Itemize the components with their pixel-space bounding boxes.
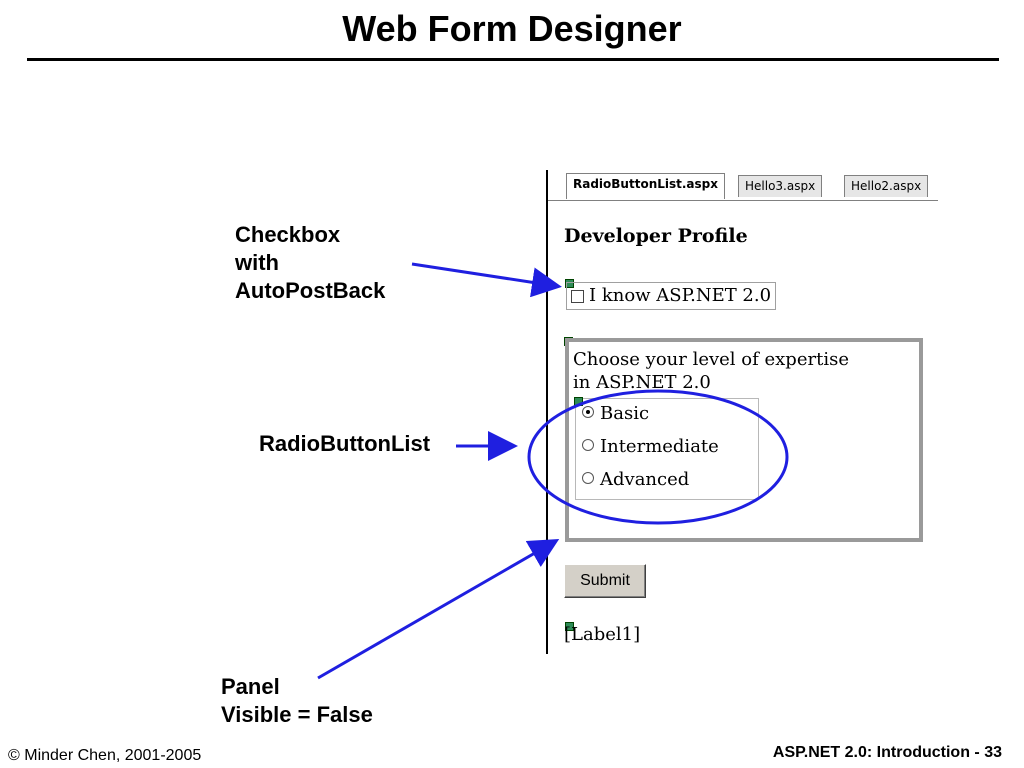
panel-prompt-line-2: in ASP.NET 2.0 — [573, 372, 711, 393]
checkbox-arrow — [411, 262, 562, 298]
autopostback-checkbox[interactable]: I know ASP.NET 2.0 — [566, 282, 777, 310]
document-tabstrip: RadioButtonList.aspx Hello3.aspx Hello2.… — [548, 170, 938, 201]
title-rule — [27, 58, 999, 61]
callout-panel-line-2: Visible = False — [221, 702, 373, 727]
control-glyph-icon — [574, 397, 583, 406]
radio-option-label: Basic — [600, 403, 650, 424]
control-glyph-icon — [565, 279, 574, 288]
callout-checkbox: Checkbox with AutoPostBack — [235, 221, 385, 305]
radio-selected-icon[interactable] — [582, 406, 594, 418]
radio-option-label: Advanced — [600, 469, 690, 490]
callout-checkbox-line-1: Checkbox — [235, 222, 341, 247]
expertise-panel[interactable]: Choose your level of expertise in ASP.NE… — [565, 338, 923, 542]
label1-control: [Label1] — [564, 624, 641, 645]
developer-profile-heading: Developer Profile — [564, 225, 748, 247]
radio-option-intermediate[interactable]: Intermediate — [582, 436, 719, 458]
panel-prompt-line-1: Choose your level of expertise — [573, 349, 849, 370]
callout-radiobuttonlist: RadioButtonList — [259, 431, 431, 456]
radio-icon[interactable] — [582, 439, 594, 451]
callout-panel: Panel Visible = False — [221, 673, 373, 729]
checkbox-icon[interactable] — [571, 289, 584, 303]
tab-hello2-aspx[interactable]: Hello2.aspx — [844, 175, 929, 197]
panel-prompt: Choose your level of expertise in ASP.NE… — [573, 348, 903, 394]
footer-page-info: ASP.NET 2.0: Introduction - 33 — [772, 744, 1002, 761]
tab-radiobuttonlist-aspx[interactable]: RadioButtonList.aspx — [566, 173, 726, 199]
callout-checkbox-line-2: with — [235, 250, 279, 275]
slide-title: Web Form Designer — [342, 8, 682, 49]
web-form-designer: RadioButtonList.aspx Hello3.aspx Hello2.… — [546, 170, 938, 654]
callout-checkbox-line-3: AutoPostBack — [235, 278, 386, 303]
checkbox-label: I know ASP.NET 2.0 — [589, 285, 772, 306]
radio-option-label: Intermediate — [600, 436, 719, 457]
tab-hello3-aspx[interactable]: Hello3.aspx — [738, 175, 823, 197]
footer-copyright: © Minder Chen, 2001-2005 — [8, 747, 202, 764]
radio-icon[interactable] — [582, 472, 594, 484]
callout-panel-line-1: Panel — [221, 674, 280, 699]
radio-option-basic[interactable]: Basic — [582, 403, 649, 425]
panel-arrow — [317, 539, 560, 680]
control-glyph-icon — [565, 622, 574, 631]
radio-option-advanced[interactable]: Advanced — [582, 469, 689, 491]
submit-button[interactable]: Submit — [564, 564, 646, 598]
expertise-radiobuttonlist[interactable]: Basic Intermediate Advanced — [575, 398, 759, 500]
